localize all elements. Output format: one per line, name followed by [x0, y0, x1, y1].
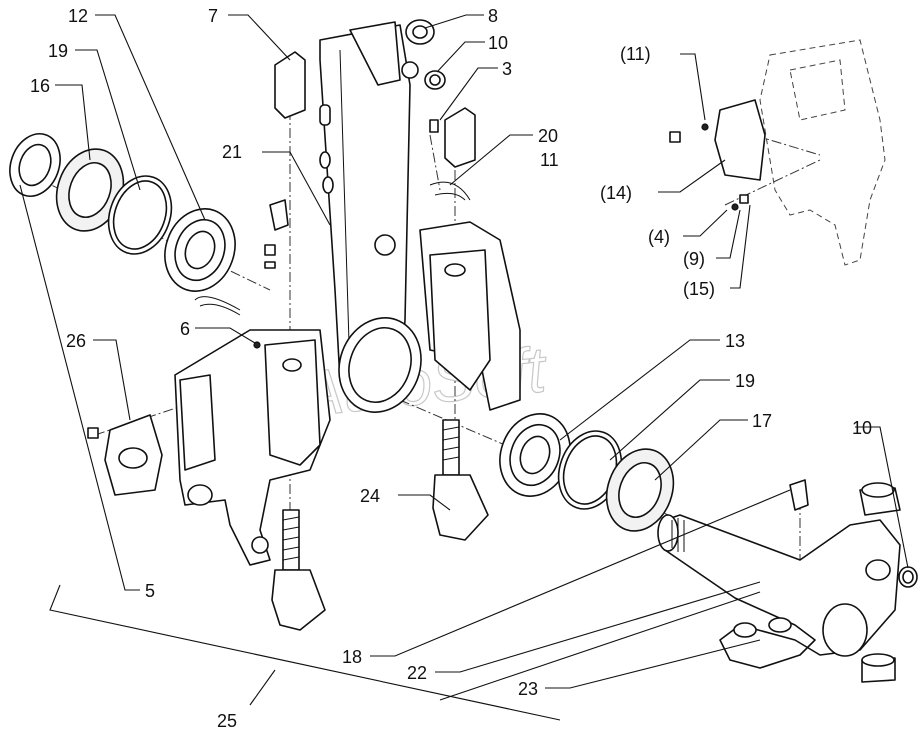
callout-4-inset: (4) — [648, 227, 670, 247]
clip-6 — [194, 296, 241, 316]
callout-19-right: 19 — [735, 371, 755, 391]
bearing-12 — [164, 208, 236, 292]
bearing-13 — [499, 413, 571, 497]
ring-19-left — [107, 175, 173, 255]
cover-plate-26 — [87, 414, 163, 496]
callout-26: 26 — [66, 331, 86, 351]
cap-7 — [274, 51, 306, 119]
callout-18: 18 — [342, 647, 362, 667]
washer-8 — [405, 19, 435, 45]
pin-stub — [401, 61, 419, 79]
cover-plate-14 — [669, 99, 766, 211]
callout-12: 12 — [68, 6, 88, 26]
grease-nipple — [253, 199, 289, 349]
callout-11: 11 — [540, 150, 559, 170]
ring-19-right — [557, 430, 623, 510]
callout-22: 22 — [407, 663, 427, 683]
callout-16: 16 — [30, 76, 50, 96]
arm-hub — [338, 317, 422, 413]
callouts: 12 19 16 7 8 10 3 21 20 11 26 6 5 13 19 … — [30, 6, 872, 731]
inset-bracket — [759, 39, 886, 266]
right-bracket — [419, 221, 521, 411]
callout-13: 13 — [725, 331, 745, 351]
seal-16 — [55, 148, 125, 232]
callout-8: 8 — [488, 6, 498, 26]
cap-3 — [429, 107, 476, 168]
callout-7: 7 — [208, 6, 218, 26]
left-bracket — [174, 329, 331, 566]
threaded-stud-24 — [432, 419, 489, 541]
lock-nut — [9, 133, 61, 197]
callout-14-inset: (14) — [600, 183, 632, 203]
callout-15-inset: (15) — [683, 279, 715, 299]
seal-17 — [605, 448, 675, 532]
clip-20 — [429, 181, 471, 201]
callout-24: 24 — [360, 486, 380, 506]
callout-20: 20 — [538, 126, 558, 146]
callout-10-top: 10 — [488, 33, 508, 53]
callout-17: 17 — [752, 411, 772, 431]
callout-21: 21 — [222, 142, 242, 162]
callout-10-right: 10 — [852, 418, 872, 438]
callout-5: 5 — [145, 581, 155, 601]
callout-11-inset: (11) — [620, 44, 651, 64]
support-arm-21 — [319, 21, 411, 401]
callout-9-inset: (9) — [683, 249, 705, 269]
callout-6: 6 — [180, 319, 190, 339]
axle-housing — [657, 479, 918, 683]
washer-10-top — [424, 70, 446, 90]
callout-19-left: 19 — [48, 41, 68, 61]
callout-25: 25 — [217, 711, 237, 731]
threaded-stud-left — [271, 509, 326, 631]
callout-23: 23 — [518, 679, 538, 699]
callout-3: 3 — [502, 59, 512, 79]
leader-lines — [19, 14, 909, 721]
